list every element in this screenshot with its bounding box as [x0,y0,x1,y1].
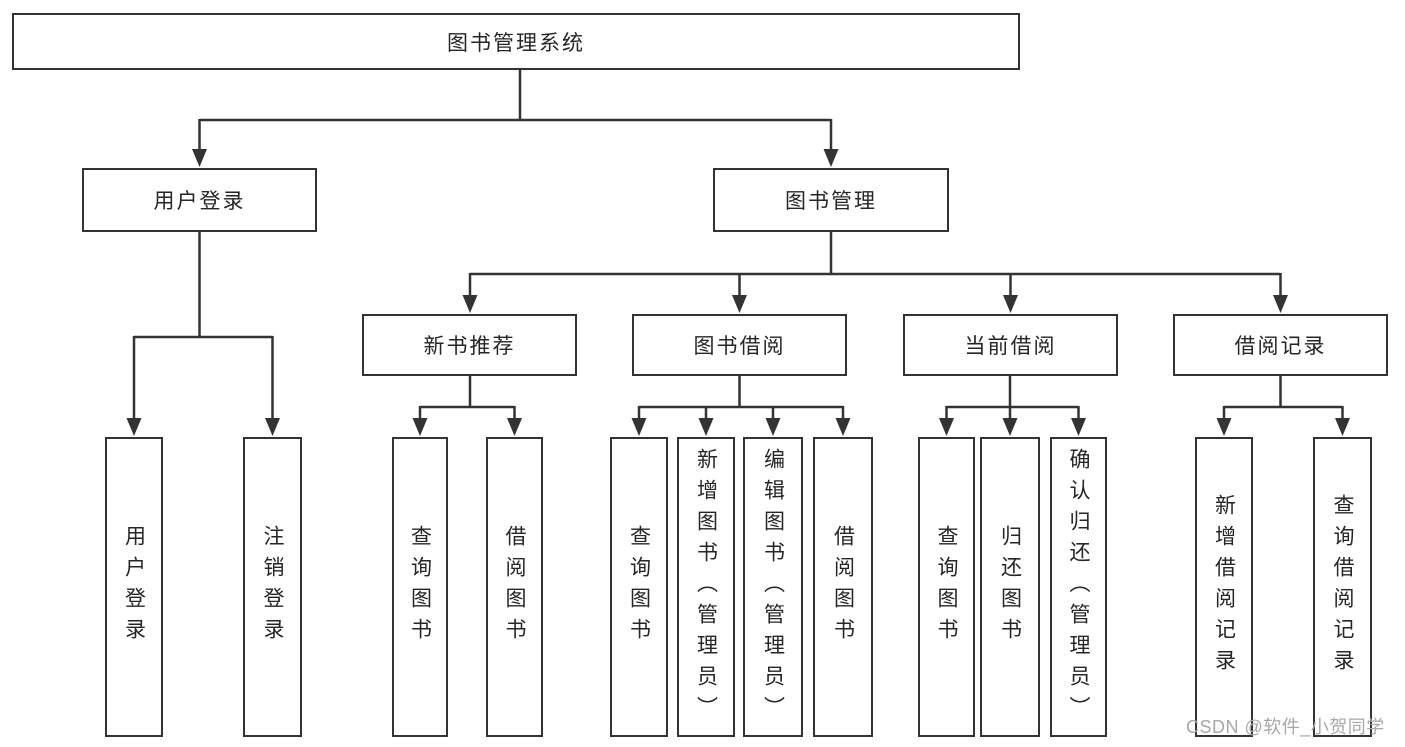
branch-book-management-label: 图书管理 [785,190,877,213]
root-node: 图书管理系统 [12,13,1020,70]
group-book-borrowing: 图书借阅 [632,314,847,376]
leaf-edit-books-admin: 编辑图书（管理员） [743,437,803,737]
group-new-book-recommend: 新书推荐 [362,314,577,376]
connector-user-login-branch [132,232,274,419]
branch-book-management: 图书管理 [713,168,949,232]
connector-book-borrowing-group [637,376,845,419]
group-borrowing-records: 借阅记录 [1173,314,1388,376]
connector-current-borrowing-group [945,376,1080,419]
branch-user-login-label: 用户登录 [153,190,246,213]
group-borrowing-records-label: 借阅记录 [1234,335,1327,358]
leaf-confirm-return-admin: 确认归还（管理员） [1050,437,1107,737]
leaf-add-borrow-record: 新增借阅记录 [1195,437,1253,737]
root-node-label: 图书管理系统 [447,31,585,55]
leaf-query-books-borrowing: 查询图书 [610,437,668,737]
branch-user-login: 用户登录 [82,168,317,232]
connector-book-management-branch [468,232,1282,297]
leaf-borrow-books-borrowing: 借阅图书 [813,437,873,737]
connector-borrowing-records-group [1222,376,1344,419]
connector-new-book-recommend-group [418,376,516,419]
leaf-user-login: 用户登录 [105,437,163,737]
group-current-borrowing-label: 当前借阅 [964,335,1057,358]
leaf-return-books: 归还图书 [980,437,1040,737]
connector-root-to-branches [198,70,833,151]
group-new-book-recommend-label: 新书推荐 [423,335,516,358]
csdn-watermark: CSDN @软件_小贺同学 [1186,717,1385,737]
arrowheads [126,149,1350,436]
leaf-logout: 注销登录 [243,437,302,737]
group-current-borrowing: 当前借阅 [903,314,1118,376]
group-book-borrowing-label: 图书借阅 [693,335,786,358]
leaf-add-books-admin: 新增图书（管理员） [677,437,735,737]
leaf-query-books-recommend: 查询图书 [392,437,448,737]
leaf-query-borrow-record: 查询借阅记录 [1313,437,1372,737]
leaf-borrow-books-recommend: 借阅图书 [486,437,543,737]
leaf-query-books-current: 查询图书 [918,437,975,737]
